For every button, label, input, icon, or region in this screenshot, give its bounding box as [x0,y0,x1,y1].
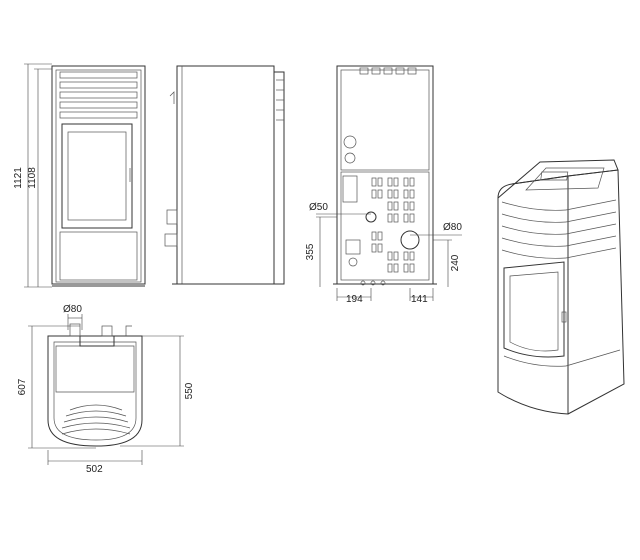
rear-height-right-label: 240 [450,254,461,271]
side-view [164,65,285,285]
rear-dimensions: Ø50 Ø80 355 240 194 141 [305,202,462,305]
perspective-view [497,159,625,415]
rear-width-right-label: 141 [411,294,428,305]
rear-diameter-small-label: Ø50 [309,202,328,213]
front-inner-height-label: 1108 [27,167,38,189]
top-dimensions: Ø80 607 550 502 [17,304,195,475]
top-width-label: 502 [86,464,103,475]
outlet-large-circle [400,230,420,250]
front-total-height-label: 1121 [13,167,24,189]
rear-width-left-label: 194 [346,294,363,305]
rear-view [333,65,437,286]
outlet-small-circle [365,211,377,223]
rear-height-left-label: 355 [305,243,316,260]
top-depth-outer-label: 607 [17,378,28,395]
top-view [47,323,143,447]
top-depth-inner-label: 550 [184,382,195,399]
front-height-dimensions: 1121 1108 [13,63,52,288]
front-view [51,65,146,287]
rear-diameter-large-label: Ø80 [443,222,462,233]
top-pipe-diameter-label: Ø80 [63,304,82,315]
